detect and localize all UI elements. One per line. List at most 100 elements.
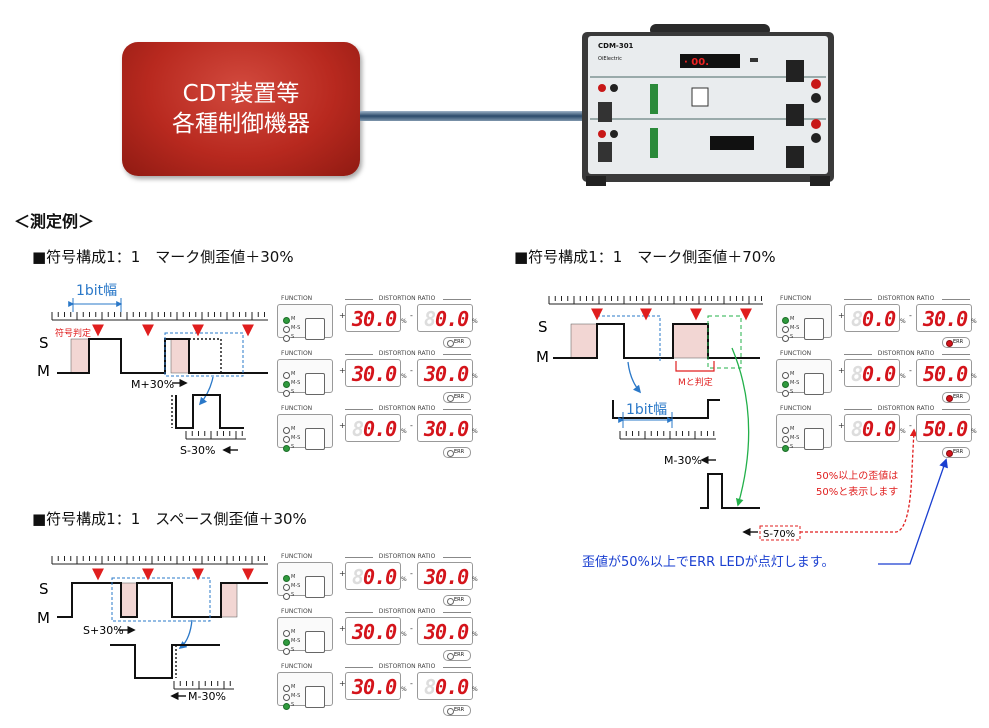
label-m: M [37, 362, 50, 380]
distortion-ratio-title: DISTORTION RATIO [378, 553, 436, 560]
function-led [283, 694, 290, 701]
err-indicator: ERR [942, 447, 970, 458]
minus-sign: - [909, 421, 912, 430]
plus-sign: + [339, 421, 346, 430]
minus-sign: - [410, 421, 413, 430]
minus-sign: - [410, 624, 413, 633]
function-button[interactable] [305, 318, 325, 340]
label-s-2: S [538, 318, 548, 336]
function-led [283, 427, 290, 434]
label-m-2: M [536, 348, 549, 366]
err-label: ERR [953, 449, 964, 455]
function-led-label: M-S [291, 693, 301, 699]
shifted-wave [165, 338, 240, 374]
percent-sign: % [472, 428, 478, 435]
function-led [283, 685, 290, 692]
function-led-label: M-S [291, 435, 301, 441]
percent-sign: % [401, 318, 407, 325]
title-rule [443, 612, 471, 613]
bit-width-label-2: 1bit幅 [626, 402, 667, 418]
connection-cable [360, 111, 586, 121]
title-rule [443, 299, 471, 300]
function-led [782, 317, 789, 324]
shade-area [120, 582, 138, 618]
highlight-box [111, 577, 211, 622]
err-led [447, 653, 454, 660]
distortion-display-plus: 30.0 [345, 359, 401, 387]
digit-readout: 80.0 [352, 417, 397, 441]
title-rule [443, 557, 471, 558]
err-led [946, 395, 953, 402]
function-button[interactable] [305, 631, 325, 653]
digit-readout: 30.0 [352, 620, 397, 644]
plus-sign: + [339, 569, 346, 578]
function-led [283, 630, 290, 637]
function-led-label: M [790, 426, 795, 432]
s-plus30-label: S+30% [83, 624, 124, 637]
shade-area [672, 323, 709, 359]
plus-sign: + [838, 311, 845, 320]
function-led-label: M-S [790, 380, 800, 386]
sampling-ruler-3 [51, 556, 268, 565]
function-button[interactable] [305, 428, 325, 450]
title-rule [844, 409, 872, 410]
distortion-display-minus: 80.0 [417, 672, 473, 700]
percent-sign: % [401, 373, 407, 380]
digit-readout: 80.0 [424, 675, 469, 699]
err-indicator: ERR [443, 447, 471, 458]
digit-readout: 30.0 [424, 565, 469, 589]
note-50-line1: 50%以上の歪値は [816, 469, 898, 482]
distortion-ratio-title: DISTORTION RATIO [378, 663, 436, 670]
err-led [946, 340, 953, 347]
percent-sign: % [472, 631, 478, 638]
percent-sign: % [971, 373, 977, 380]
err-indicator: ERR [942, 392, 970, 403]
plus-sign: + [339, 366, 346, 375]
m-minus30-label: M-30% [664, 454, 702, 467]
function-box: M M-S S [277, 414, 333, 452]
distortion-display-minus: 80.0 [417, 304, 473, 332]
err-label: ERR [953, 339, 964, 345]
err-indicator: ERR [443, 337, 471, 348]
judge-label: 符号判定 [55, 327, 91, 339]
function-button[interactable] [804, 428, 824, 450]
device-maker: OiElectric [598, 56, 622, 62]
function-title: FUNCTION [780, 350, 812, 357]
distortion-ratio-title: DISTORTION RATIO [378, 405, 436, 412]
percent-sign: % [900, 373, 906, 380]
distortion-display-minus: 30.0 [417, 562, 473, 590]
function-led [283, 703, 290, 710]
function-led [283, 390, 290, 397]
s-minus70-label: S-70% [763, 529, 795, 540]
shade-area [570, 323, 598, 359]
sub-wave [175, 394, 244, 429]
bit-width-label: 1bit幅 [76, 283, 117, 299]
function-button[interactable] [305, 373, 325, 395]
function-button[interactable] [804, 373, 824, 395]
function-button[interactable] [804, 318, 824, 340]
m-minus30-label-3: M-30% [188, 690, 226, 703]
title-rule [443, 667, 471, 668]
title-rule [942, 409, 970, 410]
function-led [283, 436, 290, 443]
percent-sign: % [472, 373, 478, 380]
digit-readout: 30.0 [424, 417, 469, 441]
function-led-label: M [291, 426, 296, 432]
percent-sign: % [401, 686, 407, 693]
function-button[interactable] [305, 686, 325, 708]
distortion-display-minus: 30.0 [916, 304, 972, 332]
function-button[interactable] [305, 576, 325, 598]
function-led [782, 427, 789, 434]
function-led-label: S [291, 444, 295, 450]
sub-wave [612, 399, 720, 419]
function-led [283, 326, 290, 333]
function-led [782, 390, 789, 397]
